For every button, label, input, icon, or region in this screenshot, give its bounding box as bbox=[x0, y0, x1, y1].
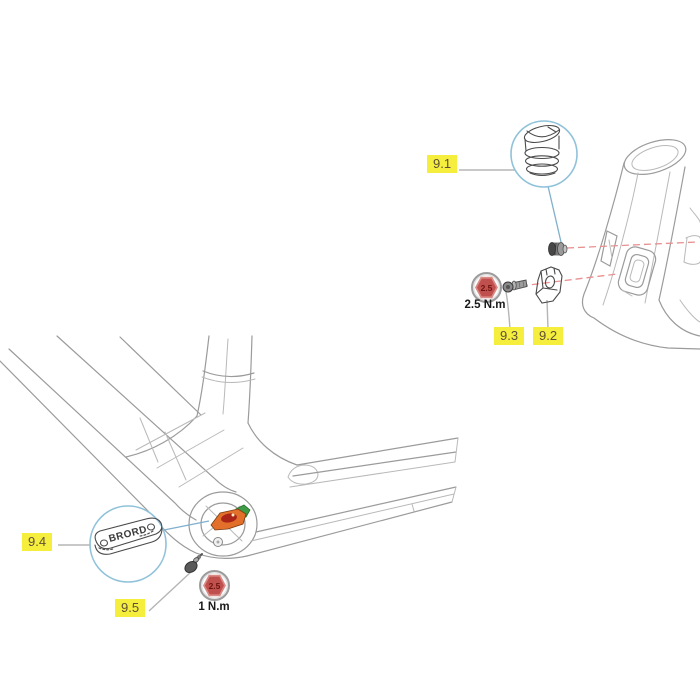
magnifier-leader-9-1 bbox=[547, 185, 562, 243]
torque-value-upper: 2.5 N.m bbox=[464, 299, 506, 311]
seatpost-wedge-slot bbox=[617, 246, 657, 297]
leader-9-2 bbox=[546, 299, 549, 330]
bottom-bracket-frame-drawing bbox=[0, 335, 459, 559]
callout-9-3[interactable]: 9.3 bbox=[494, 327, 525, 345]
part-9-1-plug bbox=[548, 242, 568, 256]
callout-9-5[interactable]: 9.5 bbox=[115, 599, 146, 617]
magnified-plug-drawing bbox=[523, 124, 561, 177]
magnified-cover-plate-drawing bbox=[94, 517, 163, 555]
callout-9-1[interactable]: 9.1 bbox=[427, 155, 458, 173]
seat-cluster-frame-drawing bbox=[581, 139, 700, 350]
callout-9-4[interactable]: 9.4 bbox=[22, 533, 53, 551]
leader-9-5 bbox=[148, 570, 193, 612]
part-9-3-bolt bbox=[502, 279, 528, 293]
callout-9-2[interactable]: 9.2 bbox=[533, 327, 564, 345]
hex-size-value: 2.5 bbox=[208, 580, 221, 591]
magnifier-circle-9-1 bbox=[510, 120, 578, 188]
part-9-5-bolt bbox=[184, 553, 203, 574]
part-9-2-wedge bbox=[535, 266, 563, 304]
assembly-axis-lower bbox=[520, 273, 618, 287]
magnifier-leader-9-4 bbox=[163, 520, 210, 531]
leader-9-3 bbox=[505, 291, 511, 330]
hex-size-value: 2.5 bbox=[480, 282, 493, 293]
magnifier-circle-9-4 bbox=[89, 505, 167, 583]
bb-internal-component bbox=[210, 504, 251, 547]
torque-badge-lower: 2.5 bbox=[199, 570, 230, 601]
hex-key-icon-fill bbox=[205, 576, 224, 595]
torque-value-lower: 1 N.m bbox=[198, 601, 230, 613]
hex-key-icon-fill bbox=[477, 278, 496, 297]
torque-badge-upper: 2.5 bbox=[471, 272, 502, 303]
